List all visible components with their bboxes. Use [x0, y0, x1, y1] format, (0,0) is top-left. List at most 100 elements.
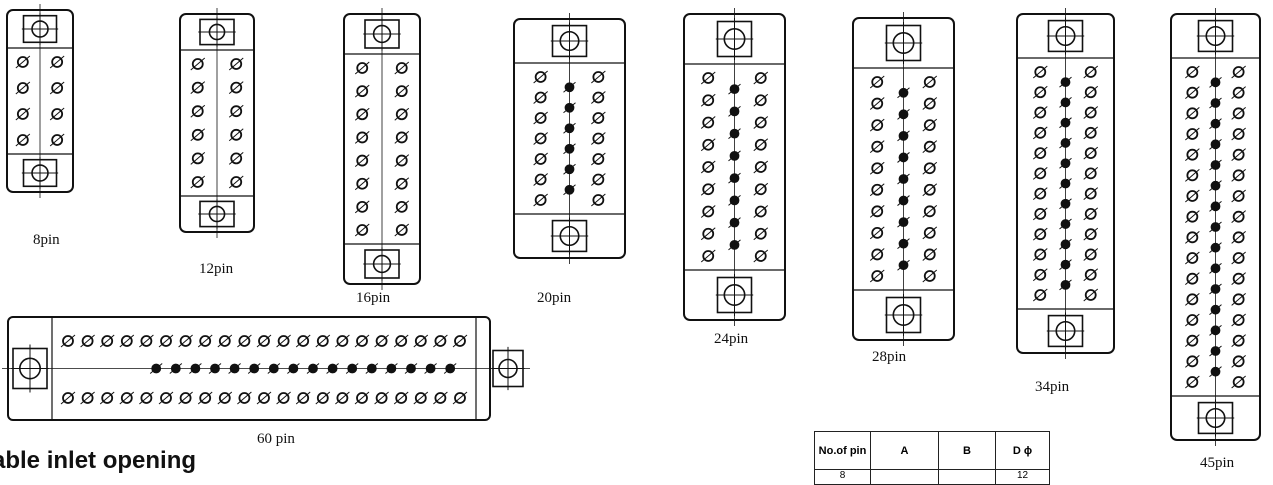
connector-60-pin-bottom-mark: [139, 391, 154, 405]
connector-24-pin-left-mark: [700, 182, 716, 196]
connector-60-pin-top-mark: [158, 334, 174, 348]
connector-34-pin-right-mark: [1083, 126, 1099, 140]
connector-28-pin-left-mark: [869, 204, 885, 218]
connector-34-pin-left-mark: [1032, 288, 1048, 302]
connector-60-pin-top-mark: [393, 334, 409, 348]
connector-28-pin-left-mark: [869, 75, 885, 89]
connector-20-pin-right-mark: [591, 132, 606, 145]
connector-60-pin-bottom-mark: [119, 391, 135, 405]
connector-45-pin-left-mark: [1185, 210, 1200, 224]
connector-12-pin-left-mark: [190, 57, 206, 71]
connector-label-20: 20pin: [537, 290, 572, 306]
connector-24-pin-left-mark: [700, 138, 716, 152]
connector-20-pin-right-mark: [591, 91, 606, 104]
connector-45-pin-left-mark: [1185, 251, 1200, 265]
table-cell: [870, 469, 939, 485]
connector-60-pin-bottom-mark: [178, 391, 193, 405]
connector-60-pin-top-mark: [197, 334, 213, 348]
header-cell-a: A: [870, 431, 939, 470]
connector-20-pin-left-mark: [533, 173, 548, 186]
connector-34-pin-right-mark: [1083, 187, 1099, 201]
connector-45-pin-right-mark: [1231, 127, 1246, 141]
connector-24-pin-right-mark: [753, 93, 769, 107]
connector-label-8: 8pin: [33, 232, 60, 248]
connector-45-pin-right-mark: [1231, 272, 1246, 286]
table-row: 8 12: [814, 469, 1050, 485]
connector-60-pin-top-mark: [295, 334, 311, 348]
connector-24-pin-right-mark: [753, 249, 769, 263]
connector-28-pin-right-mark: [922, 248, 938, 261]
connector-20-pin-left-mark: [533, 193, 548, 207]
connector-16-pin-right-mark: [394, 177, 410, 191]
section-heading: able inlet opening: [0, 447, 197, 474]
connector-28-pin-right-mark: [922, 118, 938, 132]
connector-16-pin-left-mark: [354, 107, 370, 121]
connector-24-pin-left-mark: [700, 71, 716, 85]
connector-24-pin-left-mark: [700, 249, 716, 263]
connector-45-pin-left-mark: [1185, 65, 1200, 79]
connector-12-pin-right-mark: [228, 57, 244, 71]
connector-60-pin-bottom-mark: [237, 391, 252, 405]
connector-16-pin-left-mark: [354, 61, 370, 75]
connector-34-pin-right-mark: [1083, 268, 1099, 282]
connector-12-pin-right-mark: [228, 81, 244, 94]
connector-28-pin-right-mark: [922, 204, 938, 218]
connector-12-pin-left-mark: [190, 128, 206, 142]
connector-28-pin-left-mark: [869, 97, 885, 110]
connector-60-pin-top-mark: [60, 334, 76, 348]
connector-12-pin-left-mark: [190, 81, 206, 94]
connector-60-pin-bottom-mark: [354, 391, 370, 405]
connector-24-pin-right-mark: [753, 116, 769, 129]
connector-60-pin-bottom-mark: [433, 391, 448, 405]
connector-8-pin-right-mark: [49, 55, 65, 69]
connector-24-pin-right-mark: [753, 205, 769, 218]
connector-45-pin-right-mark: [1231, 210, 1246, 224]
connector-60-pin-bottom-mark: [60, 391, 76, 405]
connector-60-pin-bottom-mark: [217, 391, 233, 405]
connector-60-pin-bottom-mark: [158, 391, 174, 405]
connector-45-pin-right-mark: [1231, 106, 1246, 120]
connector-45-pin-left-mark: [1185, 127, 1200, 141]
connector-12-pin-right-mark: [228, 104, 244, 118]
connector-28-pin-right-mark: [922, 75, 938, 89]
connector-16-pin-left-mark: [354, 84, 370, 98]
connector-45-pin-right-mark: [1231, 354, 1246, 368]
connector-34-pin-left-mark: [1032, 126, 1048, 140]
connector-34-pin-left-mark: [1032, 146, 1048, 160]
header-cell-pins: No.of pin: [814, 431, 871, 470]
connector-20-pin-left-mark: [533, 70, 548, 84]
connector-16-pin-left-mark: [354, 223, 370, 237]
connector-20-pin-left-mark: [533, 132, 548, 145]
connector-20-pin-right-mark: [591, 111, 606, 125]
connector-60-pin-top-mark: [80, 334, 95, 348]
connector-60-pin-top-mark: [178, 334, 193, 348]
connector-28-pin-right-mark: [922, 140, 938, 154]
connector-20-pin-left-mark: [533, 152, 548, 166]
connector-60-pin-top-mark: [139, 334, 154, 348]
connector-34-pin-left-mark: [1032, 207, 1048, 221]
connector-45-pin-left-mark: [1185, 148, 1200, 162]
connector-28-pin-left-mark: [869, 248, 885, 261]
connector-12-pin-left-mark: [190, 152, 206, 165]
connector-20-pin-right-mark: [591, 193, 606, 207]
connector-20-pin-right-mark: [591, 152, 606, 166]
connector-label-60: 60 pin: [257, 431, 295, 447]
connector-60-pin-bottom-mark: [80, 391, 95, 405]
connector-60-pin-top-mark: [119, 334, 135, 348]
connector-34-pin-right-mark: [1083, 65, 1099, 79]
connector-45-pin-left-mark: [1185, 292, 1200, 306]
connector-60-pin-bottom-mark: [393, 391, 409, 405]
connector-16-pin-right-mark: [394, 154, 410, 167]
connector-60-pin-bottom-mark: [452, 391, 468, 405]
connector-45-pin-left-mark: [1185, 272, 1200, 286]
connector-60-pin-top-mark: [433, 334, 448, 348]
table-header-row: No.of pin A B D ϕ: [814, 431, 1050, 470]
connector-60-pin-top-mark: [217, 334, 233, 348]
connector-28-pin-right-mark: [922, 97, 938, 110]
connector-12-pin-right-mark: [228, 152, 244, 165]
connector-12-pin-right-mark: [228, 175, 244, 189]
connector-60-pin-bottom-mark: [256, 391, 272, 405]
connector-diagram: 8pin 12pin 16pin 20pin 24pin 28pin 34pin…: [0, 4, 1261, 485]
connector-20-pin-left-mark: [533, 111, 548, 125]
connector-28-pin-left-mark: [869, 118, 885, 132]
